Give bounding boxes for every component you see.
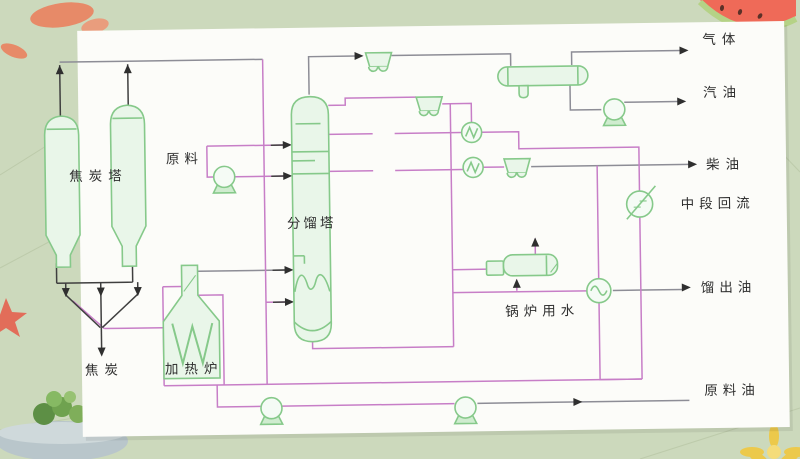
label-boiler-water: 锅炉用水: [505, 303, 579, 319]
label-feed: 原料: [166, 151, 203, 167]
heat-exchanger-1: [460, 121, 483, 144]
label-gas: 气体: [702, 32, 741, 48]
label-coke: 焦炭: [85, 362, 124, 378]
fractionator-column: [290, 95, 333, 343]
deco-star-icon: [0, 298, 27, 337]
label-furnace: 加热炉: [165, 361, 224, 377]
label-distillate: 馏出油: [701, 279, 757, 295]
flow-arrows: [55, 46, 698, 407]
deco-top-left-fruit: [0, 2, 109, 59]
heat-exchanger-2: [462, 156, 484, 179]
deco-flower-icon: [740, 424, 800, 459]
feed-pump: [212, 165, 237, 194]
label-gasoline: 汽油: [703, 85, 742, 101]
pipes-gray: [59, 49, 690, 405]
diagram-labels: 焦炭塔 原料 分馏塔 加热炉 焦炭 气体 汽油 柴油 中段回流 锅炉用水 馏出油…: [69, 32, 760, 399]
label-mid-reflux: 中段回流: [681, 195, 755, 211]
feed-oil-pump: [453, 396, 479, 425]
air-cooler-3: [502, 157, 532, 179]
mid-reflux-cooler: [625, 185, 657, 220]
coke-tower-2: [109, 104, 147, 268]
air-cooler-1: [364, 51, 393, 73]
reflux-drum: [497, 65, 589, 99]
steam-generator: [485, 253, 559, 277]
label-feed-oil: 原料油: [704, 382, 760, 398]
coke-tower-1: [43, 115, 81, 269]
distillate-exchanger: [586, 277, 612, 304]
pipes-black: [55, 64, 287, 355]
label-coke-tower: 焦炭塔: [69, 168, 128, 184]
label-diesel: 柴油: [706, 157, 745, 173]
gasoline-pump: [602, 98, 627, 127]
label-fractionator: 分馏塔: [287, 215, 337, 231]
heating-furnace: [162, 264, 221, 380]
air-cooler-2: [415, 96, 444, 117]
furnace-feed-pump: [259, 396, 285, 426]
